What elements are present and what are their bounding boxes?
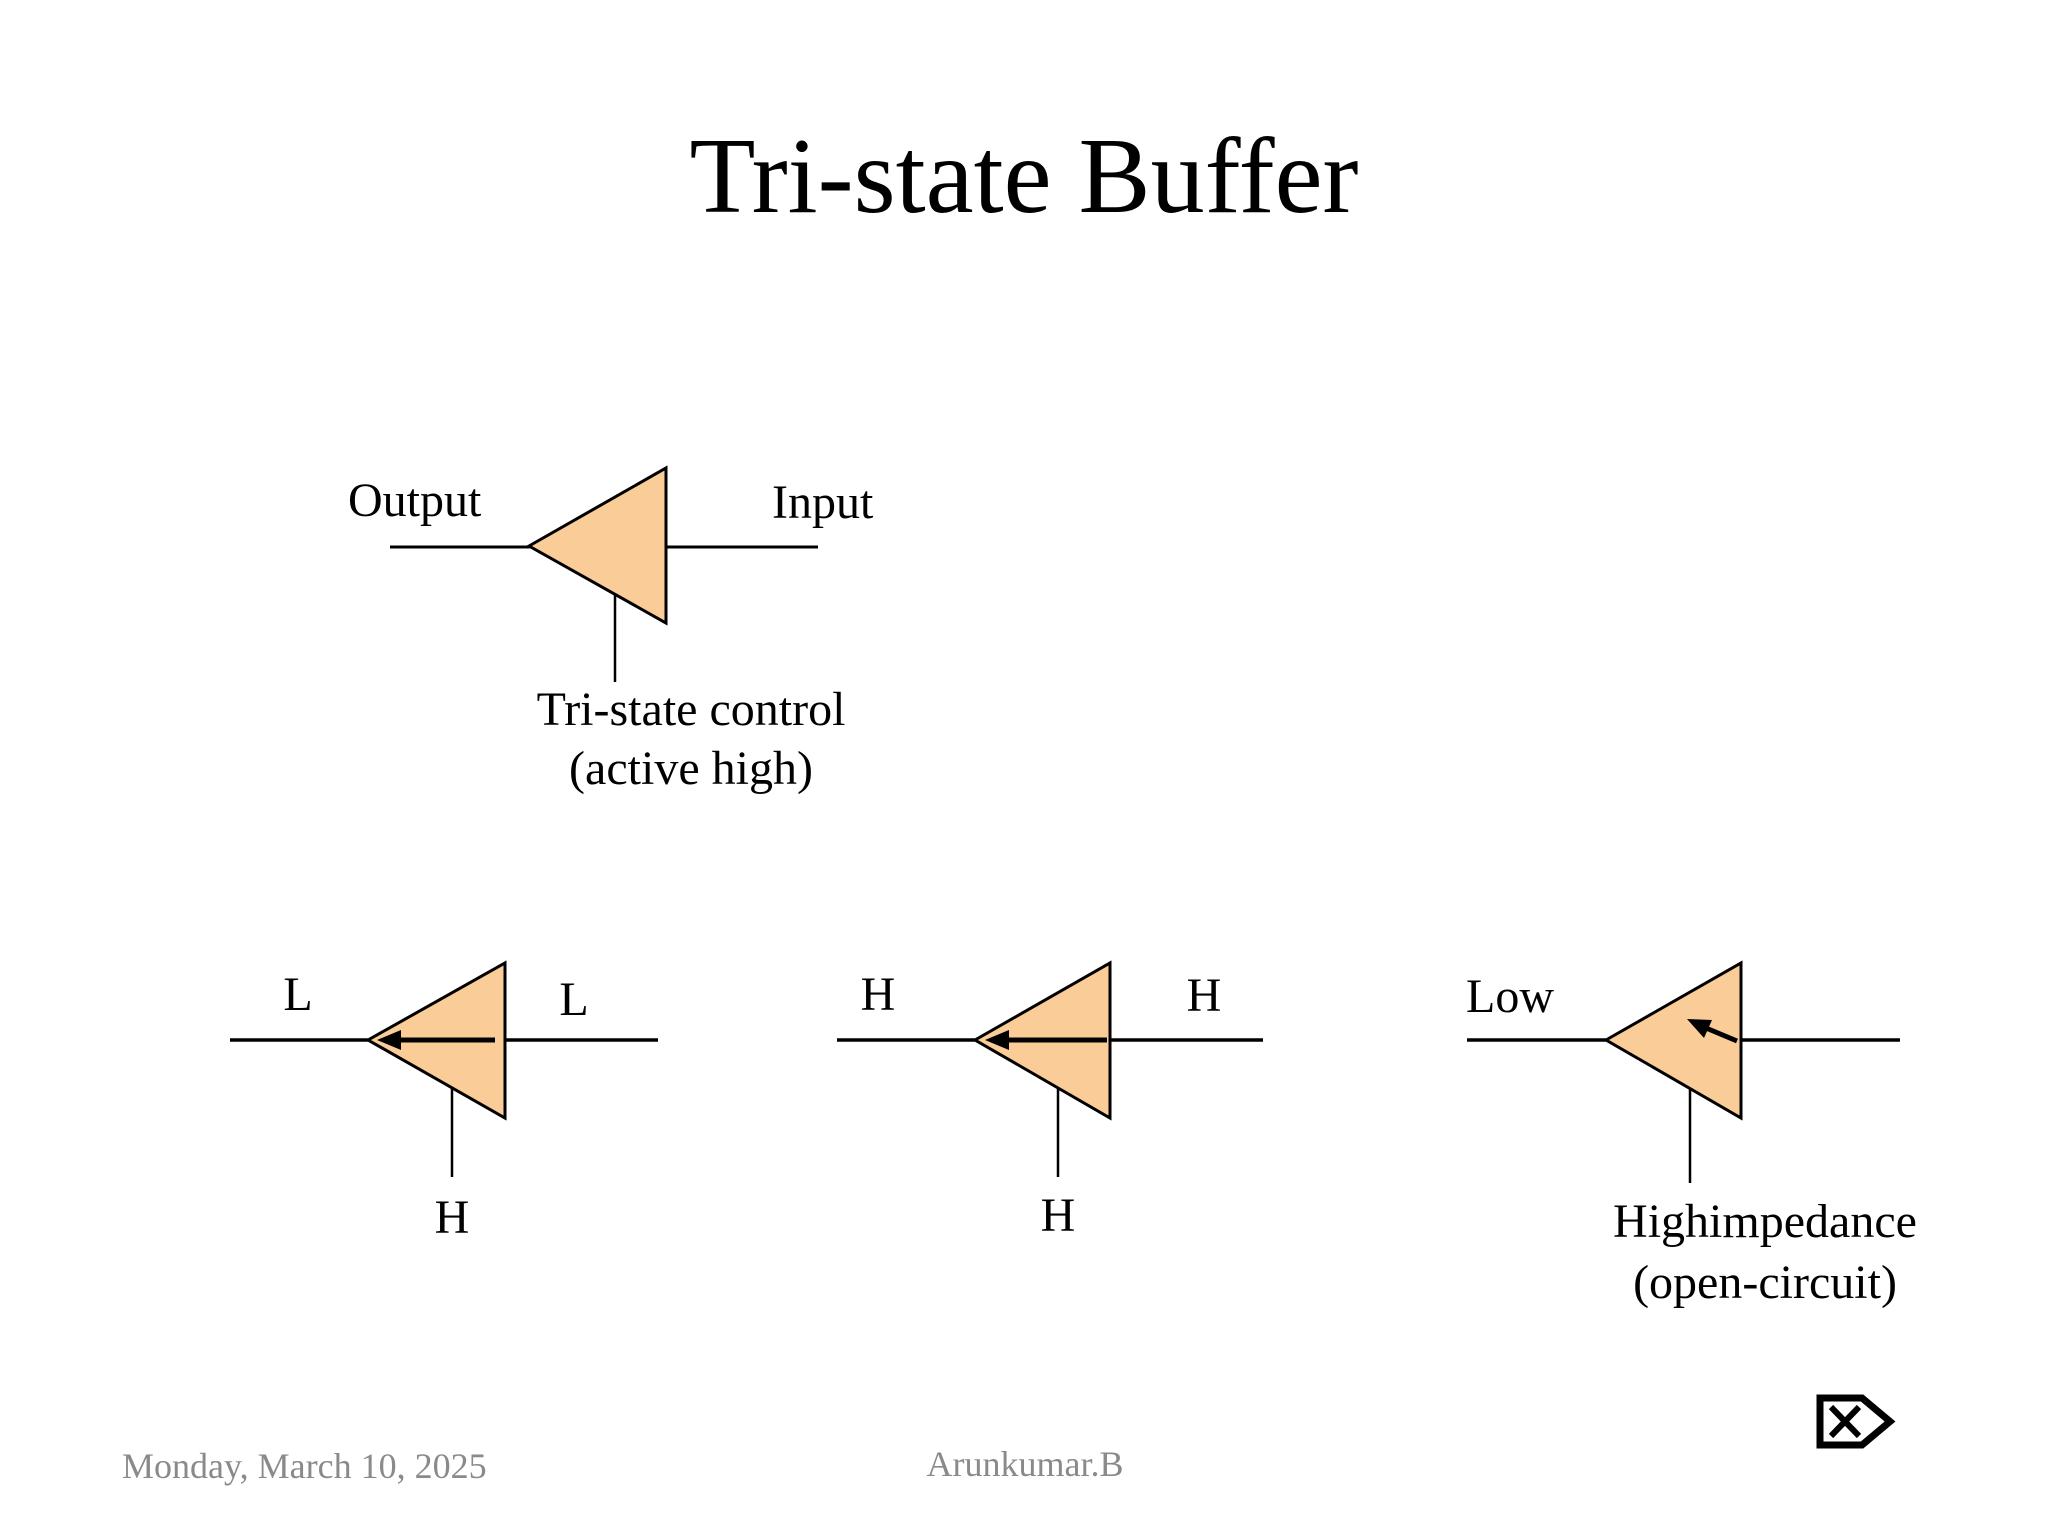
example1-control-label: H — [434, 1191, 470, 1244]
action-button-x-stroke — [1828, 1404, 1862, 1439]
footer-date: Monday, March 10, 2025 — [122, 1446, 487, 1486]
footer-author: Arunkumar.B — [926, 1444, 1124, 1484]
example-buffer-3-symbol — [1467, 960, 1900, 1183]
example2-control-label: H — [1040, 1189, 1076, 1242]
signal-arrowhead-icon — [985, 1030, 1009, 1050]
example2-input-label: H — [1186, 969, 1222, 1022]
example-buffer-2-symbol — [837, 960, 1263, 1177]
control-caption-line2: (active high) — [569, 742, 813, 795]
control-caption-line1: Tri-state control — [536, 683, 846, 736]
output-label: Output — [348, 474, 482, 527]
main-buffer-symbol — [390, 465, 818, 682]
example2-output-label: H — [860, 968, 896, 1021]
action-button-outline — [1816, 1394, 1896, 1449]
example-buffer-1-symbol — [230, 960, 658, 1177]
action-button-icon[interactable] — [1816, 1394, 1896, 1449]
slide-title: Tri-state Buffer — [689, 117, 1359, 236]
high-impedance-caption-line2: (open-circuit) — [1633, 1256, 1897, 1309]
input-label: Input — [772, 476, 874, 529]
high-impedance-caption-line1: Highimpedance — [1613, 1195, 1917, 1248]
example1-input-label: L — [559, 973, 589, 1026]
blocked-signal-arrowhead-icon — [1687, 1019, 1712, 1038]
example1-output-label: L — [283, 968, 313, 1021]
buffer-triangle — [1602, 960, 1743, 1121]
control-caption: Tri-state control (active high) — [441, 680, 941, 798]
blocked-signal-arrow — [1705, 1025, 1738, 1044]
buffer-triangle — [525, 465, 668, 626]
signal-arrowhead-icon — [377, 1030, 401, 1050]
example3-output-label: Low — [1466, 970, 1554, 1023]
high-impedance-caption: Highimpedance (open-circuit) — [1515, 1191, 2015, 1313]
